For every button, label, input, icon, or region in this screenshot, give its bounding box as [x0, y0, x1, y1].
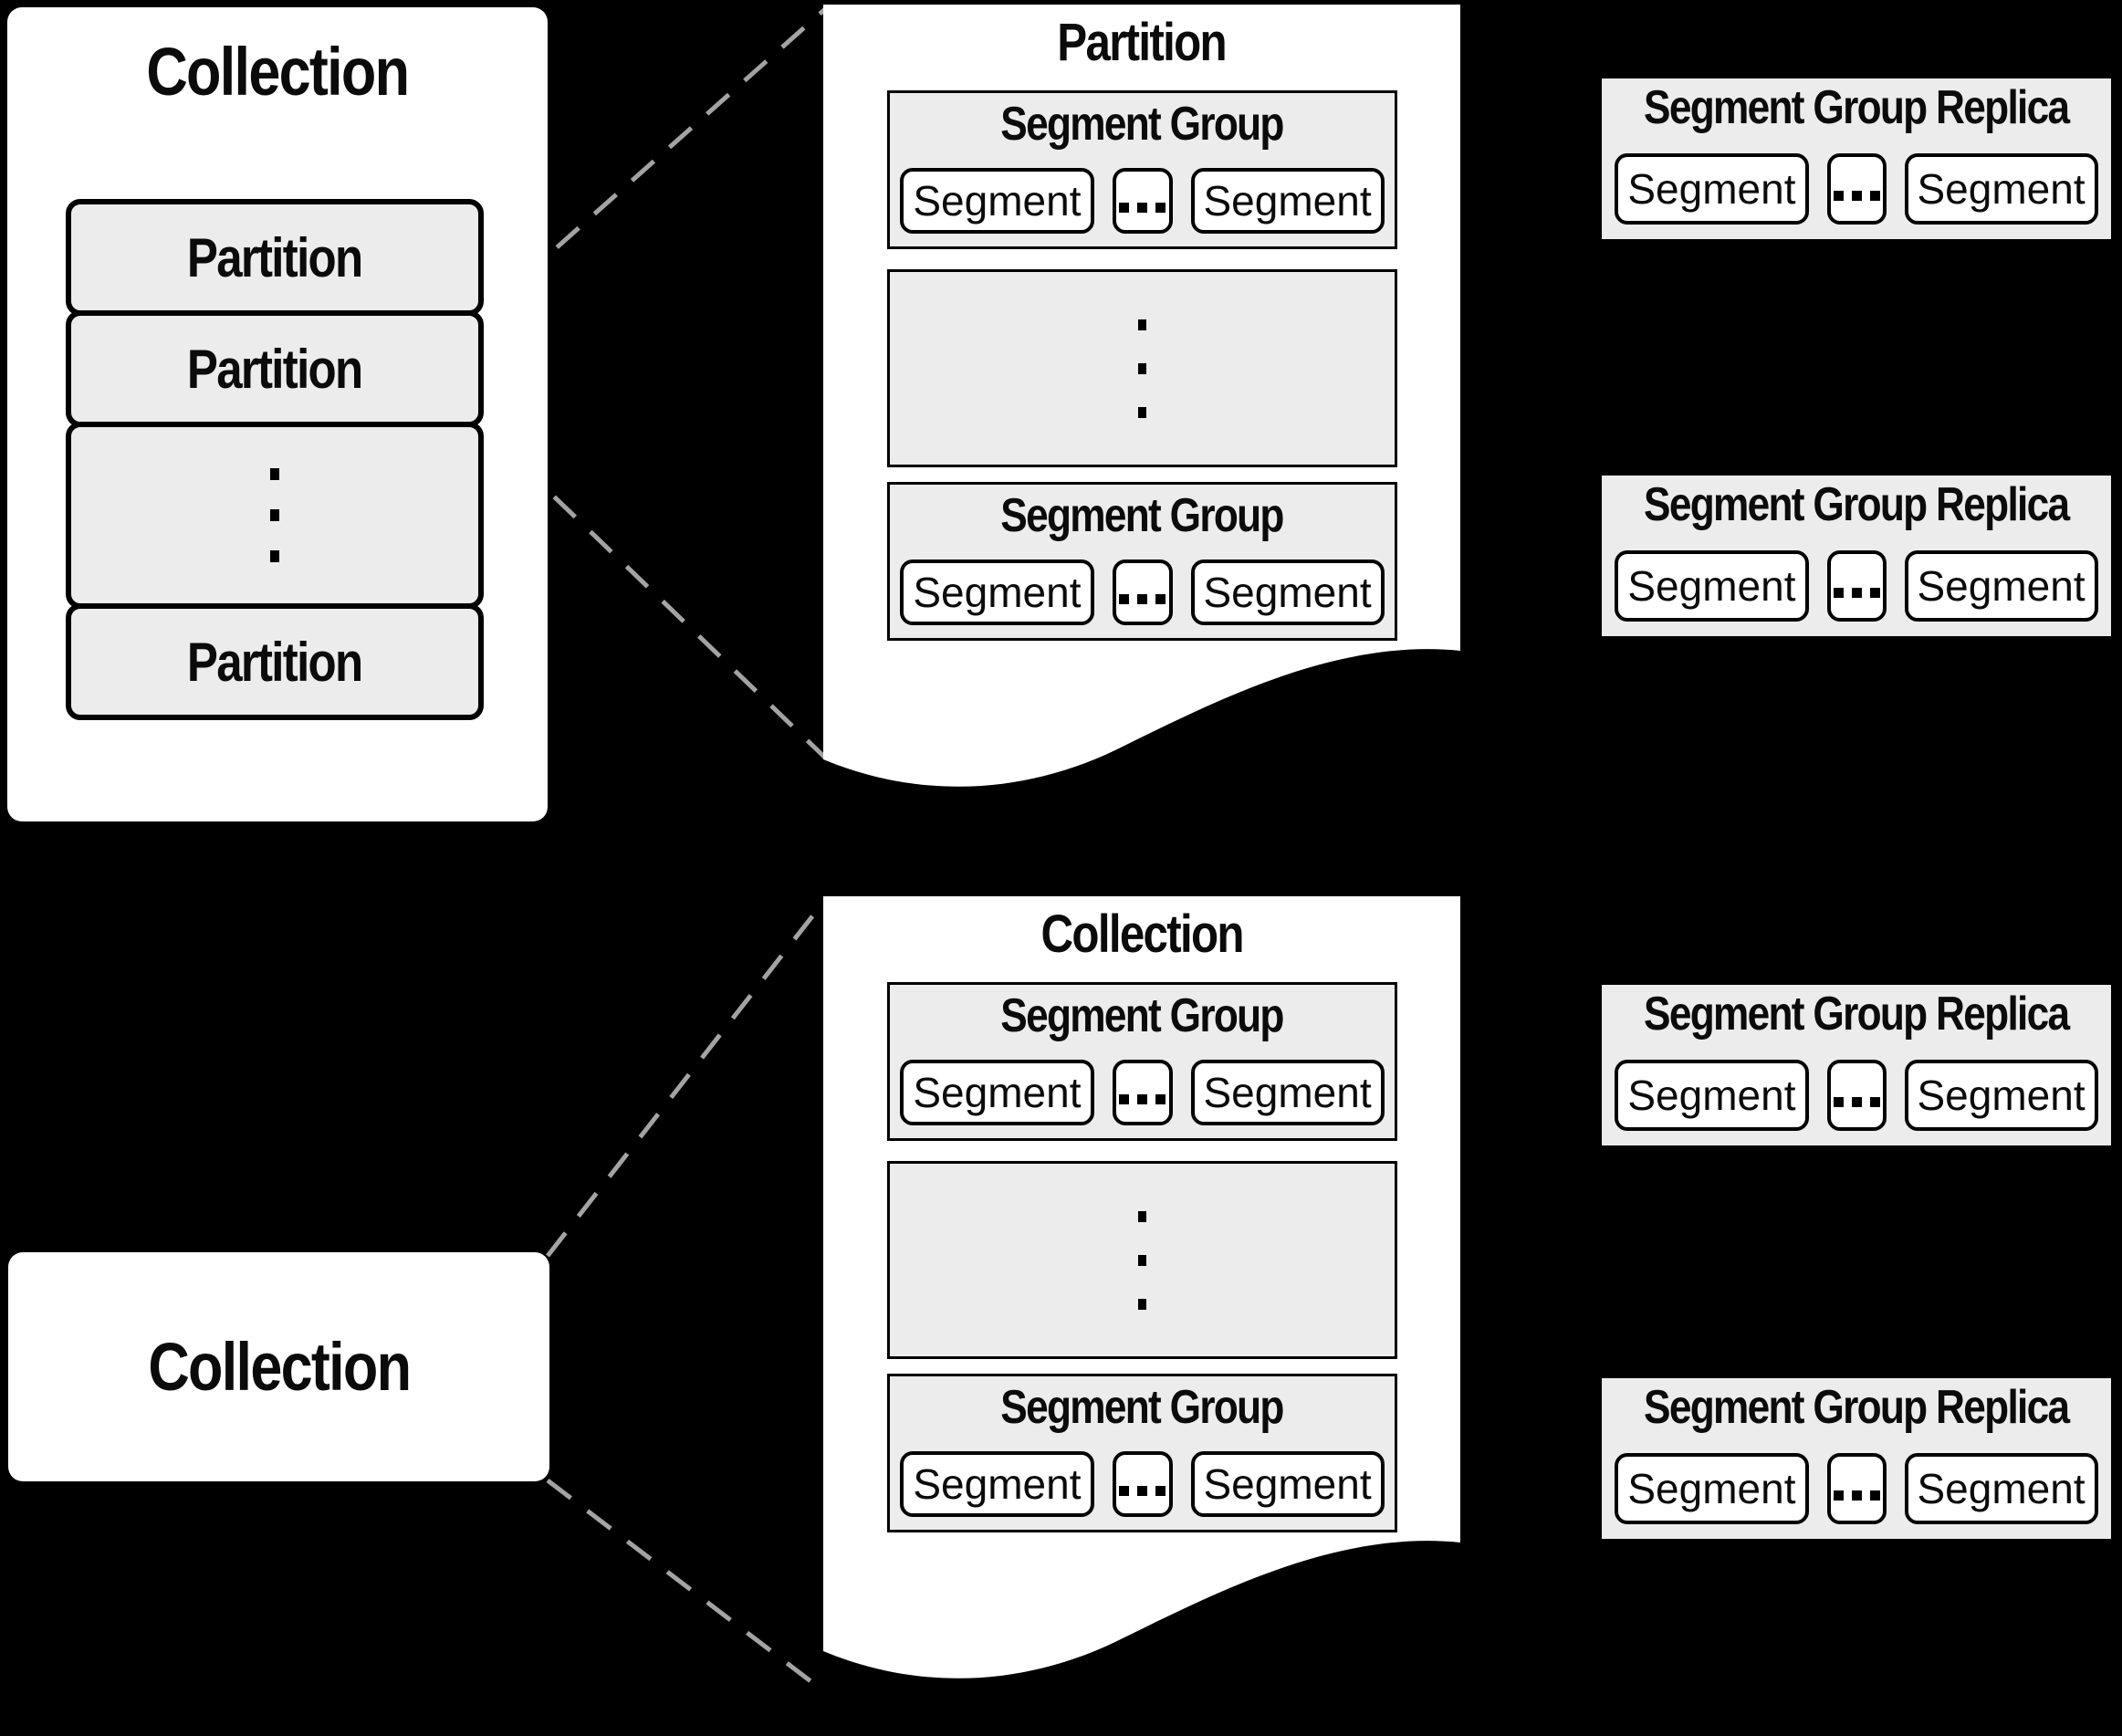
segment-box: Segment [1904, 1060, 2098, 1131]
segment-group-replica-title: Segment Group Replica [1644, 478, 2070, 531]
segment-group-box: Segment Group Segment Segment [887, 1374, 1397, 1532]
segment-box: Segment [900, 559, 1094, 625]
dashed-connector-collection-top [546, 898, 827, 1258]
horizontal-ellipsis-icon [1119, 1093, 1166, 1104]
horizontal-ellipsis-icon [1119, 1485, 1166, 1496]
collection-detail-title: Collection [1040, 905, 1244, 964]
segment-ellipsis-box [1826, 550, 1887, 622]
segment-group-replica-title: Segment Group Replica [1644, 81, 2070, 134]
segment-group-title: Segment Group [1000, 489, 1285, 542]
segment-ellipsis-box [1112, 1451, 1173, 1517]
segment-box: Segment [1190, 168, 1385, 234]
horizontal-ellipsis-icon [1833, 190, 1880, 201]
segment-row: Segment Segment [890, 559, 1395, 625]
segment-ellipsis-box [1112, 168, 1173, 234]
segment-group-replica-box: Segment Group Replica Segment Segment [1602, 985, 2111, 1145]
segment-group-replica-title: Segment Group Replica [1644, 988, 2070, 1041]
segment-group-box: Segment Group Segment Segment [887, 482, 1397, 641]
collection-simple-panel: Collection [8, 1252, 549, 1481]
vertical-ellipsis-icon [1138, 319, 1146, 418]
partition-detail-panel: Partition Segment Group Segment Segment … [823, 5, 1460, 812]
segment-row: Segment Segment [1602, 1453, 2111, 1524]
segment-ellipsis-box [1112, 1060, 1173, 1125]
segment-row: Segment Segment [1602, 153, 2111, 225]
segment-box: Segment [1615, 550, 1809, 622]
segment-group-ellipsis-box [887, 269, 1397, 467]
segment-box: Segment [1615, 153, 1809, 225]
vertical-ellipsis-icon [270, 468, 279, 562]
segment-box: Segment [1615, 1060, 1809, 1131]
horizontal-ellipsis-icon [1119, 202, 1166, 213]
segment-box: Segment [1904, 153, 2098, 225]
partition-detail-title: Partition [1057, 13, 1228, 72]
collection-overview-panel: Collection Partition Partition Partition [7, 7, 548, 821]
segment-ellipsis-box [1826, 1453, 1887, 1524]
partition-row: Partition [66, 310, 484, 427]
segment-group-title: Segment Group [1000, 989, 1285, 1042]
segment-group-title: Segment Group [1000, 1381, 1285, 1434]
segment-box: Segment [1190, 1060, 1385, 1125]
segment-box: Segment [1904, 550, 2098, 622]
segment-group-title: Segment Group [1000, 98, 1285, 151]
segment-group-replica-box: Segment Group Replica Segment Segment [1602, 78, 2111, 239]
horizontal-ellipsis-icon [1833, 587, 1880, 598]
collection-overview-title: Collection [146, 34, 410, 110]
segment-row: Segment Segment [890, 168, 1395, 234]
segment-box: Segment [1190, 1451, 1385, 1517]
segment-box: Segment [1904, 1453, 2098, 1524]
collection-simple-title: Collection [147, 1329, 412, 1405]
segment-box: Segment [1190, 559, 1385, 625]
collection-detail-panel: Collection Segment Group Segment Segment… [823, 896, 1460, 1704]
segment-box: Segment [900, 1060, 1094, 1125]
horizontal-ellipsis-icon [1833, 1096, 1880, 1107]
segment-group-box: Segment Group Segment Segment [887, 982, 1397, 1141]
partition-row: Partition [66, 199, 484, 316]
segment-group-replica-title: Segment Group Replica [1644, 1381, 2070, 1434]
dashed-connector-collection-bottom [546, 1479, 827, 1694]
segment-ellipsis-box [1826, 1060, 1887, 1131]
horizontal-ellipsis-icon [1833, 1490, 1880, 1501]
segment-row: Segment Segment [890, 1060, 1395, 1125]
horizontal-ellipsis-icon [1119, 593, 1166, 604]
segment-row: Segment Segment [890, 1451, 1395, 1517]
segment-ellipsis-box [1826, 153, 1887, 225]
partition-stack: Partition Partition Partition [66, 199, 484, 720]
partition-ellipsis-row [66, 422, 484, 609]
partition-row: Partition [66, 603, 484, 720]
segment-row: Segment Segment [1602, 550, 2111, 622]
segment-box: Segment [1615, 1453, 1809, 1524]
segment-ellipsis-box [1112, 559, 1173, 625]
segment-box: Segment [900, 168, 1094, 234]
segment-group-ellipsis-box [887, 1161, 1397, 1359]
segment-row: Segment Segment [1602, 1060, 2111, 1131]
segment-group-box: Segment Group Segment Segment [887, 90, 1397, 249]
segment-group-replica-box: Segment Group Replica Segment Segment [1602, 1378, 2111, 1539]
segment-box: Segment [900, 1451, 1094, 1517]
vertical-ellipsis-icon [1138, 1210, 1146, 1310]
segment-group-replica-box: Segment Group Replica Segment Segment [1602, 476, 2111, 636]
